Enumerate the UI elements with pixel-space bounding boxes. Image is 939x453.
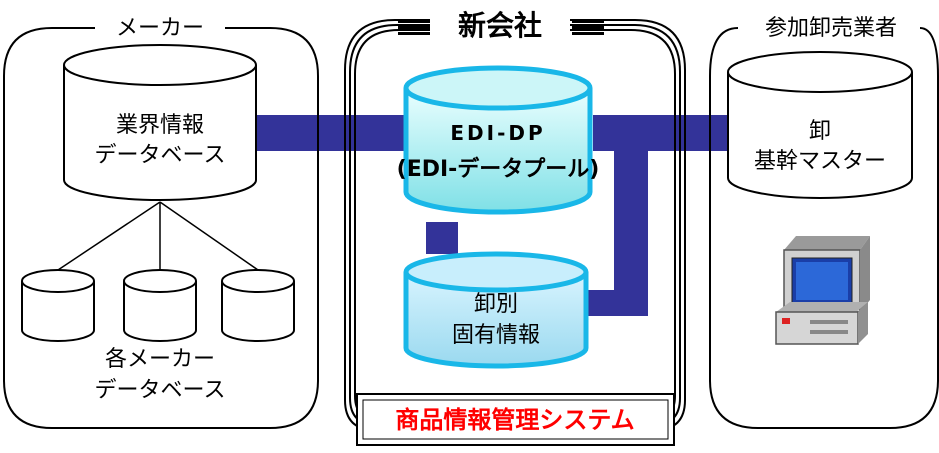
- per-wholesaler-line2: 固有情報: [452, 323, 540, 348]
- wholesale-master-line1: 卸: [809, 119, 831, 144]
- system-label: 商品情報管理システム: [395, 406, 634, 434]
- edi-dp-line2: (EDI-データプール): [397, 156, 600, 182]
- maker-panel-title: メーカー: [116, 16, 204, 41]
- wholesaler-panel-title: 参加卸売業者: [765, 16, 897, 41]
- computer-icon: [775, 236, 870, 345]
- maker-dbs-line1: 各メーカー: [105, 347, 215, 372]
- tree-lines: [57, 201, 259, 271]
- per-wholesaler-cylinder: [403, 251, 589, 369]
- industry-db-line1: 業界情報: [116, 113, 204, 138]
- connector-edi-wholesaler: [593, 115, 729, 151]
- connector-edi-koyu: [426, 222, 458, 254]
- maker-database-cylinders: [21, 269, 295, 342]
- wholesale-master-cylinder: [727, 51, 913, 199]
- maker-panel: [3, 27, 319, 429]
- edi-dp-cylinder: [403, 65, 593, 215]
- connector-koyu-horizontal: [583, 290, 648, 316]
- industry-database-cylinder: [63, 44, 257, 201]
- wholesaler-panel: [709, 27, 939, 429]
- connector-maker-edi: [254, 115, 410, 151]
- system-box: [356, 393, 675, 446]
- connector-vertical: [614, 151, 648, 316]
- maker-dbs-line2: データベース: [95, 378, 226, 403]
- title-decoration: [398, 20, 604, 35]
- industry-db-line2: データベース: [95, 143, 226, 168]
- new-company-panel-title: 新会社: [458, 9, 542, 42]
- per-wholesaler-line1: 卸別: [474, 292, 518, 317]
- edi-dp-line1: EDI-DP: [450, 121, 545, 145]
- connectors: [254, 115, 729, 316]
- wholesale-master-line2: 基幹マスター: [754, 149, 886, 174]
